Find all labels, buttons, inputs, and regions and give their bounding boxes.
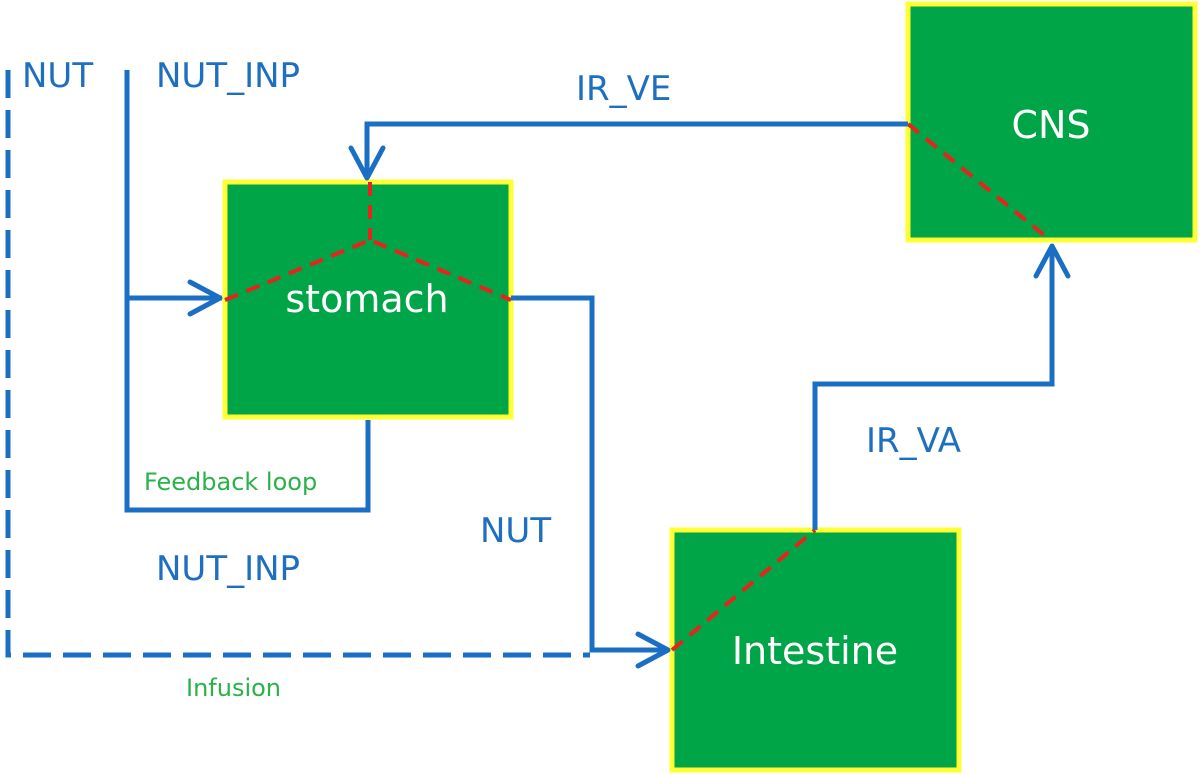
ir-ve-label: IR_VE (576, 69, 671, 109)
feedback-loop-line (124, 298, 371, 513)
stomach-boundary (224, 182, 512, 302)
stomach-label: stomach (285, 277, 448, 321)
stomach-top-arrowhead (348, 145, 386, 181)
nut-mid-label: NUT (480, 511, 551, 551)
intestine-to-cns-line (812, 246, 1055, 530)
infusion-label: Infusion (186, 674, 281, 702)
intestine-input-arrowhead (635, 631, 671, 669)
stomach-to-intestine-line (511, 295, 669, 653)
intestine-box (669, 527, 962, 773)
nut-inp-top-label: NUT_INP (156, 56, 300, 96)
stomach-box (222, 179, 514, 420)
feedback-loop-label: Feedback loop (144, 468, 317, 496)
nut-infusion-line (5, 70, 590, 658)
ir-va-label: IR_VA (866, 421, 961, 461)
cns-label: CNS (1011, 103, 1090, 147)
cns-boundary (906, 122, 1052, 242)
intestine-boundary (670, 528, 817, 652)
cns-to-stomach-line (364, 121, 908, 178)
nut-inp-line (124, 70, 222, 301)
nut-top-label: NUT (22, 56, 93, 96)
nut-inp-bottom-label: NUT_INP (156, 549, 300, 589)
cns-box (905, 1, 1198, 243)
stomach-input-arrowhead (187, 279, 223, 317)
intestine-label: Intestine (732, 629, 898, 673)
cns-input-arrowhead (1033, 243, 1071, 279)
